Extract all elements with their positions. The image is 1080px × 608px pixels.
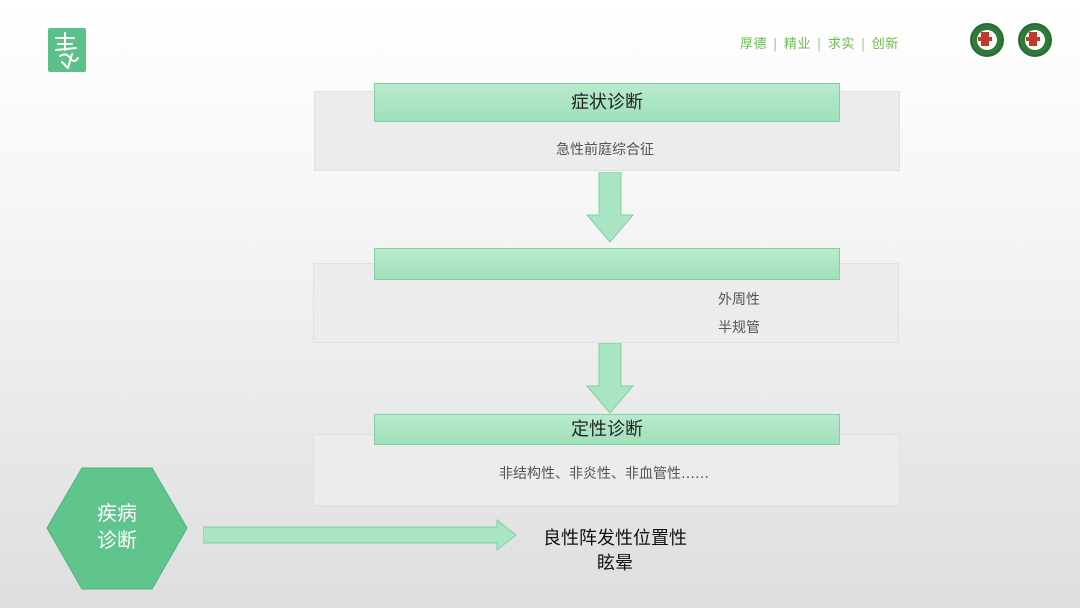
university-seal-icon	[970, 23, 1004, 57]
disease-diagnosis-hexagon	[46, 467, 188, 590]
right-arrow-icon	[203, 519, 517, 551]
step-detail-text: 非结构性、非炎性、非血管性……	[499, 466, 709, 482]
hospital-motto: 厚德 | 精业 | 求实 | 创新	[740, 33, 899, 52]
step-detail-text: 半规管	[718, 320, 760, 336]
hexagon-label: 疾病 诊断	[72, 500, 162, 554]
motto-word: 精业	[783, 37, 811, 52]
step-title-bar	[374, 248, 840, 280]
calligraphy-logo-icon	[55, 32, 79, 69]
final-diagnosis: 良性阵发性位置性 眩晕	[520, 526, 710, 576]
step-title-bar: 定性诊断	[374, 414, 840, 445]
hexagon-label-line: 诊断	[97, 528, 137, 552]
motto-word: 厚德	[740, 37, 768, 52]
down-arrow-icon	[586, 343, 634, 414]
motto-separator: |	[860, 37, 866, 52]
final-diagnosis-line: 眩晕	[597, 553, 633, 574]
down-arrow-icon	[586, 172, 634, 243]
motto-word: 求实	[827, 37, 855, 52]
final-diagnosis-line: 良性阵发性位置性	[543, 528, 687, 549]
motto-word: 创新	[871, 37, 899, 52]
hospital-logo	[48, 28, 86, 72]
hospital-seal-icon	[1018, 23, 1052, 57]
step-title-bar: 症状诊断	[374, 83, 840, 122]
motto-separator: |	[816, 37, 822, 52]
step-detail-text: 外周性	[718, 292, 760, 308]
step-detail-text: 急性前庭综合征	[556, 142, 654, 158]
hexagon-label-line: 疾病	[97, 501, 137, 525]
step-panel-qualitative	[313, 434, 900, 506]
motto-separator: |	[773, 37, 778, 52]
